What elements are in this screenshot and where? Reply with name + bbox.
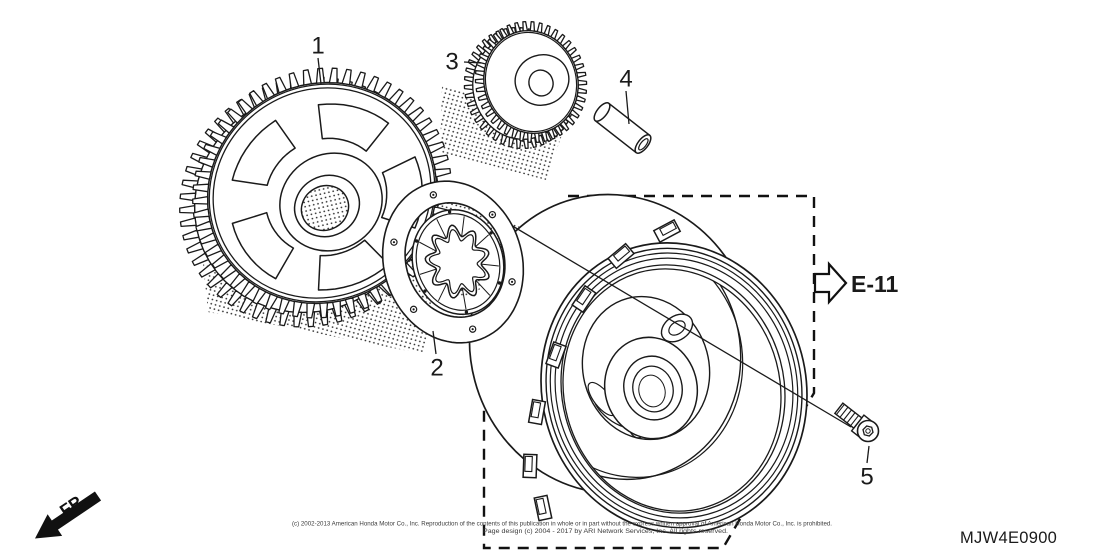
reference-e11-label: E-11 <box>851 271 899 297</box>
pin-bore <box>638 138 649 151</box>
reference-arrow-icon <box>813 261 848 305</box>
direction-fr: FR. <box>34 489 102 539</box>
magnet-slot <box>571 284 597 314</box>
sprag-profile <box>428 229 486 295</box>
callout-5: 5 <box>860 445 874 491</box>
sprag-tick <box>461 216 465 237</box>
callout-2-label: 2 <box>430 355 443 382</box>
pin-body <box>593 102 652 154</box>
callout-2: 2 <box>430 330 444 382</box>
callout-1-label: 1 <box>311 33 324 60</box>
spoke-cutout <box>231 211 295 280</box>
assembly-line-bolt <box>493 214 852 428</box>
sprag-tick <box>436 218 447 239</box>
flywheel <box>468 193 808 534</box>
callout-2-leader <box>432 330 437 355</box>
magnet-slot <box>533 494 553 522</box>
gear-bore <box>300 184 350 232</box>
sprag-tick <box>475 234 490 247</box>
rivet <box>489 231 493 235</box>
rivet <box>447 210 452 214</box>
rivet <box>423 289 427 293</box>
rivet <box>464 310 469 314</box>
thread <box>839 406 849 418</box>
reference-e11: E-11 <box>813 261 899 305</box>
sprag-tick <box>475 280 491 296</box>
spoke-cutout <box>231 119 296 187</box>
sprag-tick <box>461 288 467 310</box>
part-4-pin <box>593 102 652 154</box>
magnet-slot <box>522 453 538 479</box>
part-1-driven-gear <box>179 67 452 328</box>
clutch-outer-plate <box>381 180 525 344</box>
thread <box>850 415 860 426</box>
callout-4-leader <box>625 90 630 125</box>
spoke-cutout <box>380 156 423 229</box>
magnet-slot <box>544 341 568 369</box>
fr-arrow-icon <box>34 491 102 539</box>
copyright-line-1: (c) 2002-2013 American Honda Motor Co., … <box>292 521 832 528</box>
sprag-tick <box>481 263 499 267</box>
sprag-tick <box>419 268 437 275</box>
part-5-bolt <box>833 402 880 443</box>
callout-5-leader <box>866 445 870 464</box>
magnet-slot <box>652 218 682 244</box>
part-3-gear <box>463 20 588 150</box>
callout-1: 1 <box>311 33 325 85</box>
hex-socket <box>862 425 874 437</box>
thread <box>835 403 845 415</box>
sprag-tick <box>419 241 437 252</box>
thread <box>846 412 856 424</box>
callout-1-leader <box>317 57 322 85</box>
copyright-line-2: Page design (c) 2004 - 2017 by ARI Netwo… <box>483 528 728 535</box>
magnet-slot <box>606 242 636 270</box>
rivet <box>414 239 419 243</box>
spoke-cutout <box>317 239 390 291</box>
spoke-cutout <box>317 103 390 152</box>
rivet <box>497 281 502 285</box>
callout-4: 4 <box>619 66 633 125</box>
diagram-code: MJW4E0900 <box>960 529 1057 547</box>
thread <box>843 409 852 421</box>
part-2-one-way-clutch <box>381 180 525 344</box>
sprag-tick <box>437 283 448 302</box>
flywheel-interior <box>536 244 744 481</box>
callout-3-leader <box>463 61 482 64</box>
callout-4-label: 4 <box>619 66 632 93</box>
callout-3-label: 3 <box>445 49 458 76</box>
callout-3: 3 <box>445 49 482 76</box>
magnet-slot <box>527 398 547 426</box>
callout-5-label: 5 <box>860 464 873 491</box>
gear-teeth <box>474 20 588 144</box>
gear-bore <box>528 69 554 97</box>
keyway-boss <box>660 313 694 343</box>
